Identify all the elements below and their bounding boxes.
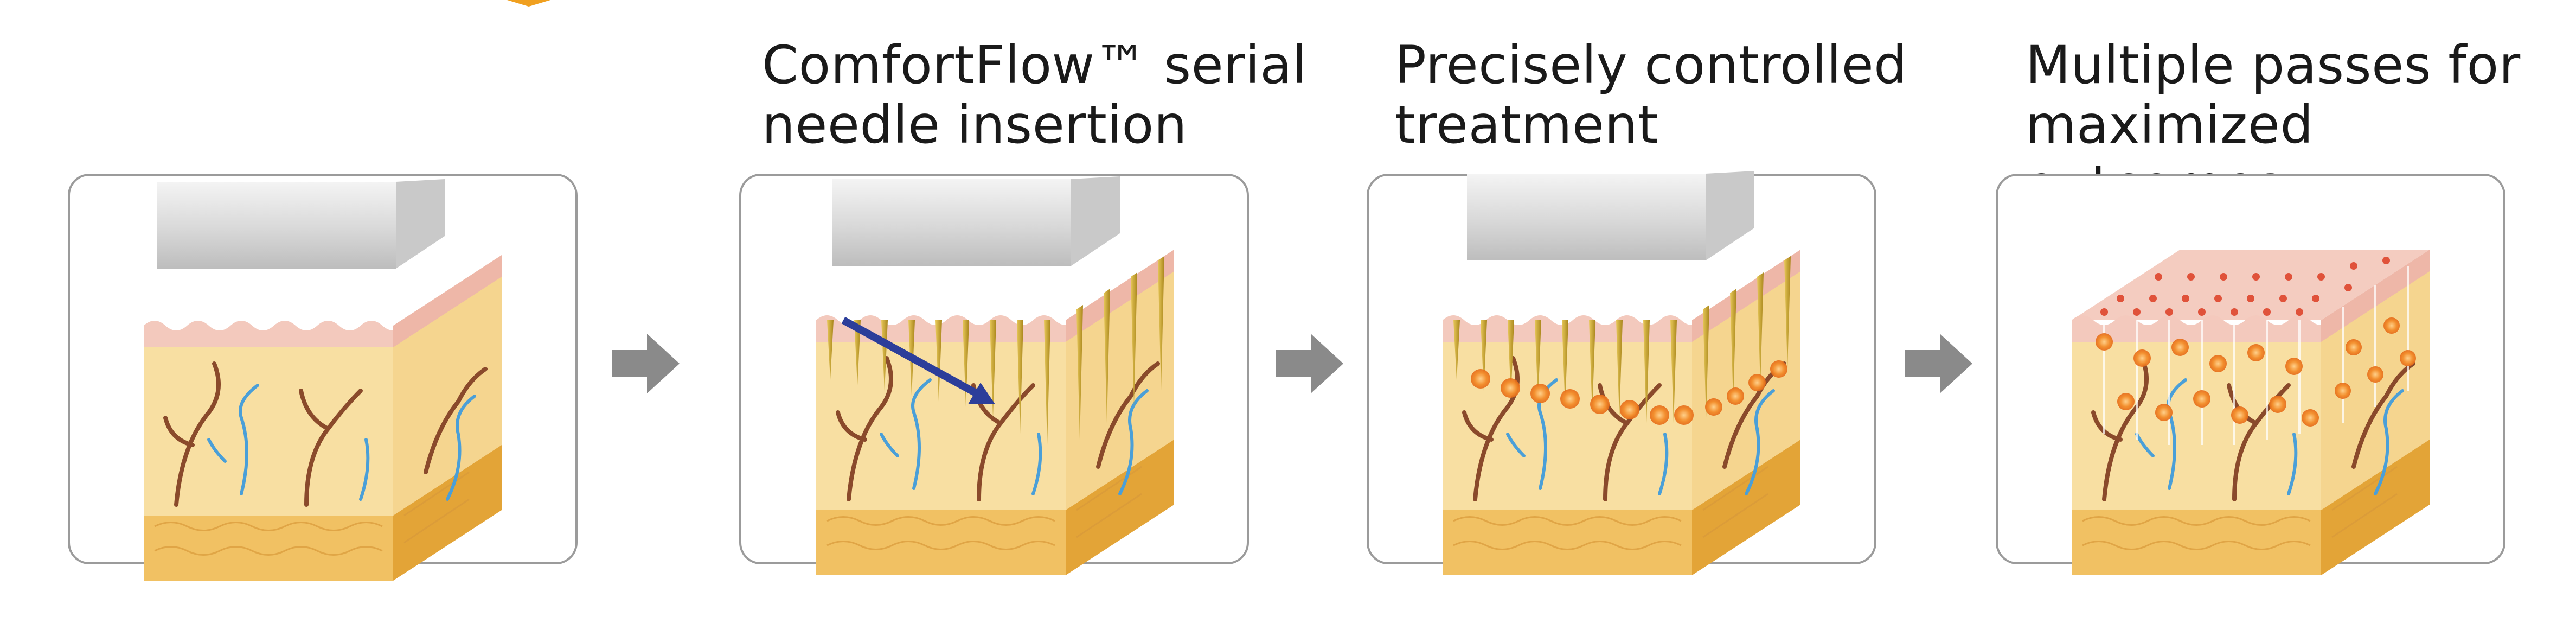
arrow-right-icon xyxy=(1276,334,1343,393)
step-1-illustration xyxy=(144,255,502,581)
step-3-illustration xyxy=(1443,250,1800,575)
step-2-title: ComfortFlow™ serial needle insertion xyxy=(762,35,1307,155)
step-2-illustration xyxy=(816,250,1174,575)
applicator-tip-icon xyxy=(1467,171,1754,260)
arrow-right-icon xyxy=(1905,334,1972,393)
applicator-tip-icon xyxy=(832,176,1120,266)
applicator-tip-icon xyxy=(157,179,445,269)
step-3-title-line-1: Precisely controlled xyxy=(1395,35,1907,96)
step-4-illustration xyxy=(2072,250,2430,575)
corner-accent-shape xyxy=(507,0,550,7)
step-2-title-line-1: ComfortFlow™ serial xyxy=(762,35,1307,96)
step-4-title-line-1: Multiple passes for xyxy=(2026,35,2521,96)
step-3-title: Precisely controlled treatment xyxy=(1395,35,1907,155)
direction-arrow-icon xyxy=(841,316,995,404)
step-3-title-line-2: treatment xyxy=(1395,94,1659,155)
arrow-right-icon xyxy=(612,334,680,393)
step-2-title-line-2: needle insertion xyxy=(762,94,1188,155)
